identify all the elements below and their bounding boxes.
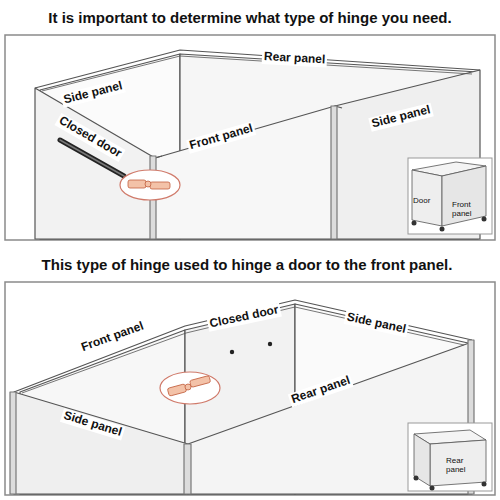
subheading: This type of hinge used to hinge a door … <box>0 256 497 273</box>
title-heading: It is important to determine what type o… <box>0 9 500 26</box>
inset-label: Front panel <box>452 200 478 218</box>
inset-label: Door <box>413 196 430 205</box>
inset-label: Rear panel <box>446 456 474 474</box>
